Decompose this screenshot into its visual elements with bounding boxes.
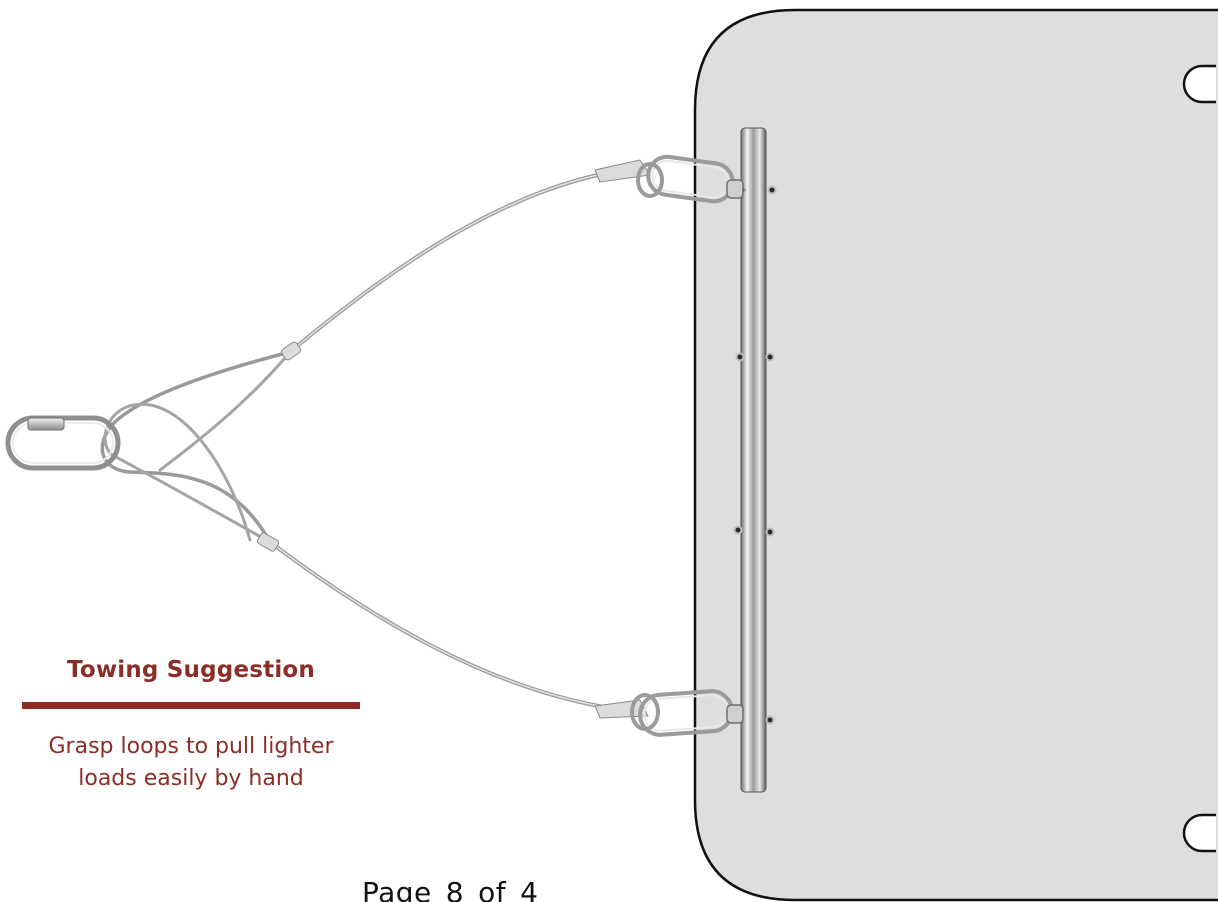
caption-body: Grasp loops to pull lighter loads easily… <box>48 734 334 791</box>
total-pages: 4 <box>520 876 539 902</box>
caption-divider <box>22 702 360 709</box>
tow-cable-icon <box>100 159 651 719</box>
sled-panel-icon <box>693 8 1218 902</box>
current-page: 8 <box>445 876 465 902</box>
tow-bar-icon <box>733 127 777 793</box>
page-label: Page <box>362 876 432 902</box>
carabiner-icon <box>5 154 744 737</box>
towing-caption: Towing Suggestion Grasp loops to pull li… <box>22 650 360 795</box>
caption-title: Towing Suggestion <box>66 657 316 683</box>
of-label: of <box>478 876 507 902</box>
page-number: Page 8 of 4 <box>362 876 538 902</box>
